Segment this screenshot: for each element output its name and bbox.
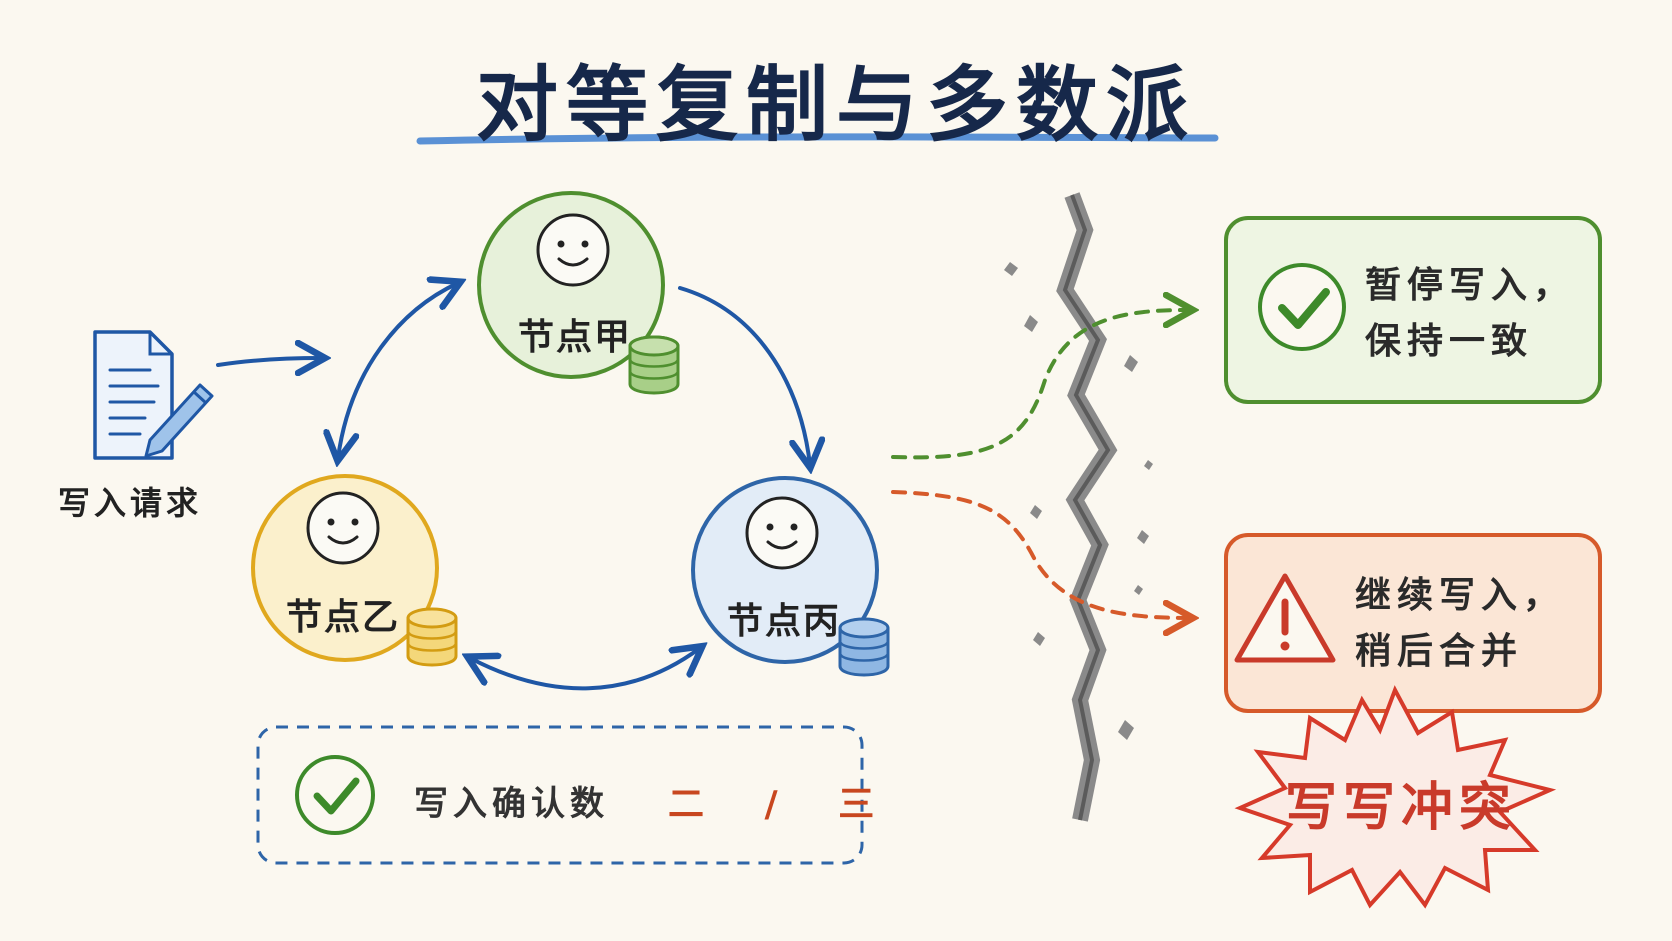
pause-line-2: 保持一致 (1365, 321, 1534, 362)
database-icon (838, 617, 890, 677)
node-bing (691, 476, 890, 677)
node-yi-label: 节点乙 (286, 597, 401, 638)
arrow-jia-bing (678, 286, 810, 465)
database-icon (406, 607, 458, 667)
page-title: 对等复制与多数派 (475, 58, 1196, 153)
node-bing-label: 节点丙 (727, 601, 842, 642)
request-arrow (216, 358, 322, 365)
node-jia (477, 191, 680, 395)
network-partition-crack (1004, 192, 1153, 822)
ack-label: 写入确认数 (414, 784, 609, 824)
ack-count: 二 / 三 (668, 784, 899, 825)
conflict-label: 写写冲突 (1285, 778, 1518, 838)
warning-triangle-icon (1234, 573, 1336, 663)
node-jia-label: 节点甲 (518, 317, 633, 358)
smiley-face-icon (745, 496, 819, 570)
pause-line-1: 暂停写入， (1365, 265, 1576, 306)
title-underline (416, 133, 1219, 145)
request-label: 写入请求 (58, 484, 203, 522)
arrow-yi-bing (470, 648, 700, 691)
orange-dashed-arrow (891, 490, 1190, 618)
check-circle-icon (295, 755, 375, 835)
smiley-face-icon (306, 491, 380, 565)
continue-line-1: 继续写入， (1355, 575, 1566, 616)
check-circle-icon (1258, 263, 1346, 351)
ack-box (256, 725, 864, 865)
green-dashed-arrow (891, 310, 1190, 460)
conflict-starburst (1234, 685, 1557, 909)
database-icon (628, 335, 680, 395)
continue-box (1224, 533, 1602, 713)
node-yi (251, 474, 458, 667)
arrow-jia-yi (338, 283, 458, 458)
continue-line-2: 稍后合并 (1355, 631, 1524, 672)
smiley-face-icon (536, 213, 610, 287)
document-pencil-icon (93, 330, 214, 460)
pause-box (1224, 216, 1602, 404)
